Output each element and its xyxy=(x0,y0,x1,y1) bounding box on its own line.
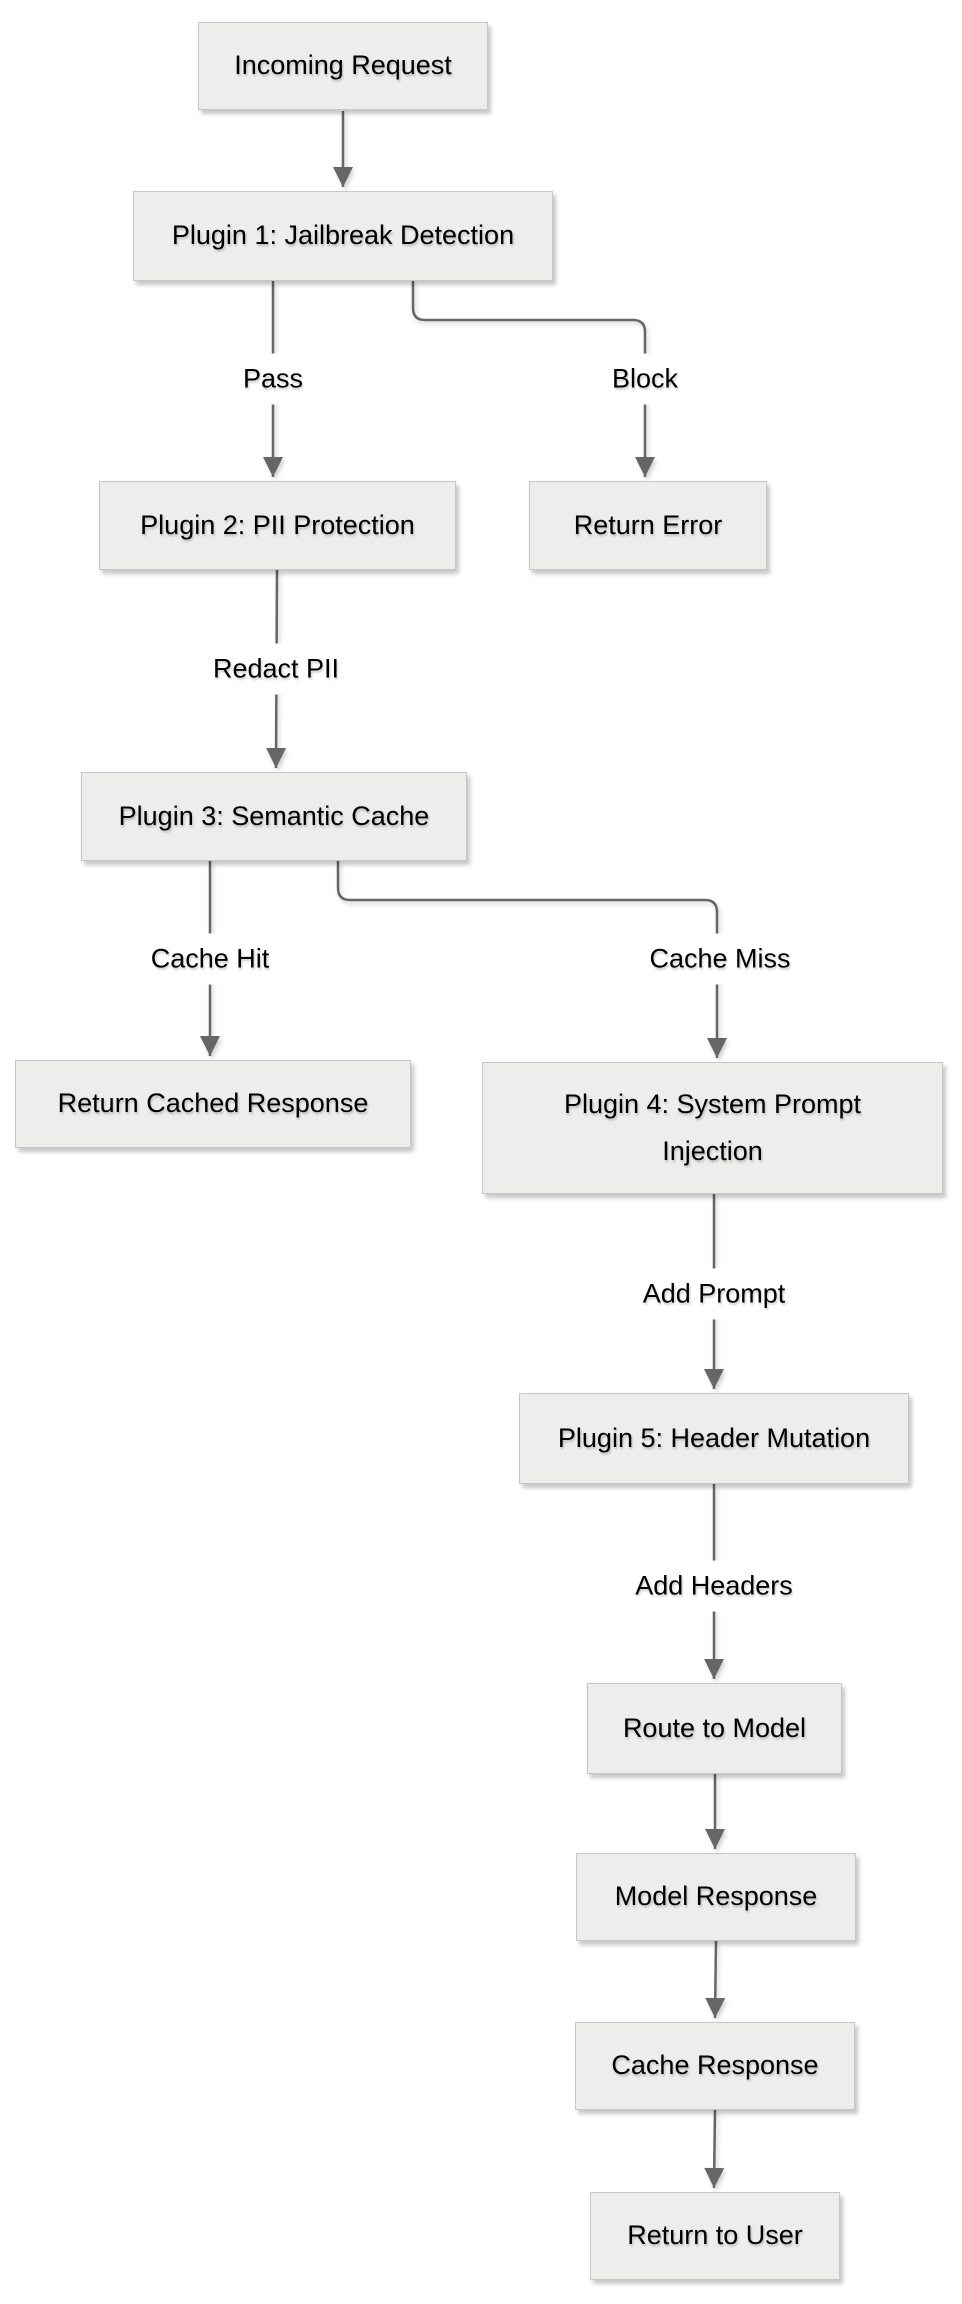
node-incoming-request: Incoming Request xyxy=(198,22,488,110)
edge-label-pass: Pass xyxy=(230,353,316,405)
node-return-to-user: Return to User xyxy=(590,2192,840,2280)
edge-label-cache-hit: Cache Hit xyxy=(138,933,282,985)
edge-label-add-headers: Add Headers xyxy=(623,1560,805,1612)
node-route-to-model: Route to Model xyxy=(587,1683,842,1774)
edge-label-redact-pii: Redact PII xyxy=(200,643,352,695)
edge-plugin1-block-to-return-error xyxy=(411,281,655,477)
node-plugin4-system-prompt-injection: Plugin 4: System Prompt Injection xyxy=(482,1062,943,1194)
node-plugin2-pii-protection: Plugin 2: PII Protection xyxy=(99,481,456,570)
node-model-response: Model Response xyxy=(576,1853,856,1941)
node-plugin3-semantic-cache: Plugin 3: Semantic Cache xyxy=(81,772,467,861)
edge-model-response-to-cache-response xyxy=(705,1940,726,2019)
edge-label-add-prompt: Add Prompt xyxy=(630,1268,798,1320)
edge-plugin3-cachemiss-to-plugin4 xyxy=(336,861,727,1058)
node-return-cached-response: Return Cached Response xyxy=(15,1060,411,1148)
node-plugin5-header-mutation: Plugin 5: Header Mutation xyxy=(519,1393,909,1484)
edge-label-block: Block xyxy=(599,353,691,405)
node-plugin1-jailbreak-detection: Plugin 1: Jailbreak Detection xyxy=(133,191,553,281)
edge-label-cache-miss: Cache Miss xyxy=(637,933,803,985)
node-return-error: Return Error xyxy=(529,481,767,570)
edge-cache-response-to-return-to-user xyxy=(704,2109,725,2189)
node-cache-response: Cache Response xyxy=(575,2022,855,2110)
